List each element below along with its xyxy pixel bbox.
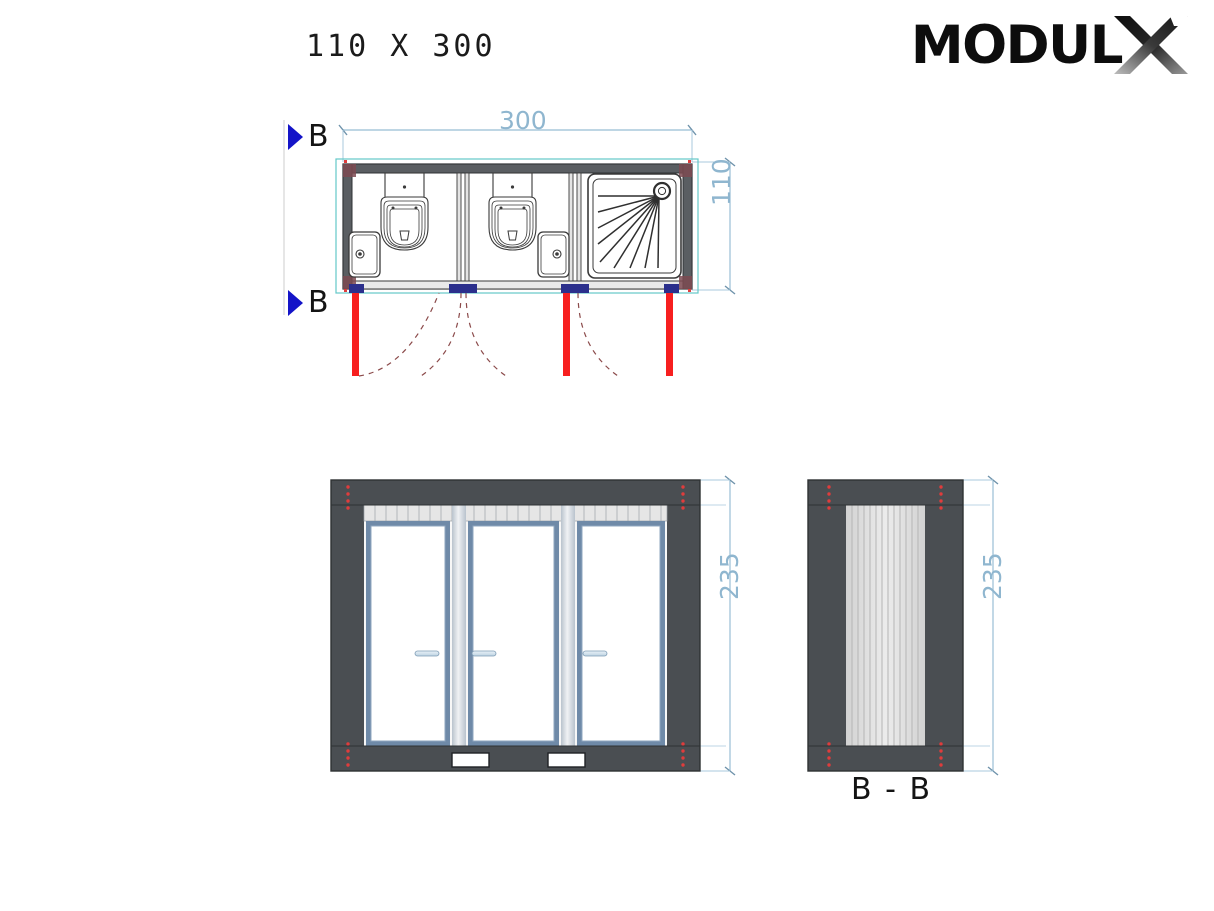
front-door-1-handle[interactable] [414,650,440,657]
door-swing-arc-3 [577,292,619,377]
plan-partition-2 [464,172,470,282]
toilet-cistern-button-1 [402,185,407,189]
plan-corner-tr [679,164,692,177]
door-hinge-1 [349,284,364,293]
front-mullion-2 [561,505,575,746]
front-door-1[interactable] [366,521,450,746]
door-leaf-1 [352,293,359,376]
plan-partition-1 [456,172,462,282]
plan-door-2 [420,284,507,377]
plan-partition-4 [576,172,582,282]
plan-selection-box [335,158,699,294]
front-door-2[interactable] [468,521,559,746]
plan-corner-tl [343,164,356,177]
forklift-pocket-1 [451,752,490,768]
front-door-2-handle[interactable] [471,650,497,657]
door-hinge-3 [561,284,576,293]
front-door-1-panel [370,525,446,742]
side-corrugation-lines [851,505,919,746]
door-swing-arc-2a [420,292,462,377]
side-corner-markers [827,485,943,767]
shower-drain-inner [657,186,667,196]
plan-door-3 [561,284,619,377]
door-hinge-2b [462,284,477,293]
front-door-2-panel [472,525,555,742]
shower-spray-lines [597,195,660,269]
logo-wordmark: MODUL [910,14,1124,76]
forklift-pocket-2 [547,752,586,768]
dimension-label-height-side-235: 235 [978,552,1007,600]
dimension-label-height-front-235: 235 [715,552,744,600]
front-door-3-panel [581,525,661,742]
door-hinge-4 [664,284,679,293]
plan-room-3-shower [587,173,682,279]
modulx-logo: MODUL [911,14,1190,76]
plan-wall-right [682,163,693,290]
dimension-235-front [700,475,736,776]
front-mullion-1 [452,505,466,746]
section-marker-arrow-bottom [288,290,303,316]
toilet-bowl-2 [488,196,537,251]
plan-view [283,120,736,377]
door-hinge-3b [574,284,589,293]
corrugated-band [363,504,668,522]
sink-1 [348,231,381,278]
page-title: 110 X 300 [306,29,496,64]
door-leaf-3 [563,293,570,376]
toilet-cistern-button-2 [510,185,515,189]
toilet-bowl-1 [380,196,429,251]
plan-corner-br [679,276,692,289]
section-caption-b-b: B - B [851,772,933,807]
door-leaf-4 [666,293,673,376]
plan-room-1 [348,172,429,278]
door-swing-arc-1 [358,292,440,377]
plan-door-1 [349,284,440,377]
plan-room-2 [488,172,570,278]
dimension-label-depth-110: 110 [707,158,736,206]
section-marker-label-top: B [308,119,329,154]
plan-doors [349,284,679,377]
front-door-3[interactable] [577,521,665,746]
door-hinge-2 [449,284,464,293]
plan-corner-markers [344,160,691,292]
front-door-3-handle[interactable] [582,650,608,657]
dimension-300 [338,124,697,162]
front-elevation-view [330,475,736,776]
door-swing-arc-2b [465,292,507,377]
plan-door-4 [664,284,679,376]
section-marker-arrow-top [288,124,303,150]
dimension-235-side [963,475,999,776]
sink-2 [537,231,570,278]
plan-wall-top [342,163,693,174]
plan-partition-3 [568,172,574,282]
side-section-view [807,475,999,776]
plan-wall-bottom [342,280,693,290]
section-marker-label-bottom: B [308,285,329,320]
dimension-label-width-300: 300 [499,106,547,135]
front-bottom-rail [331,746,700,771]
logo-x-icon [1114,16,1188,74]
front-corner-markers [346,485,685,767]
